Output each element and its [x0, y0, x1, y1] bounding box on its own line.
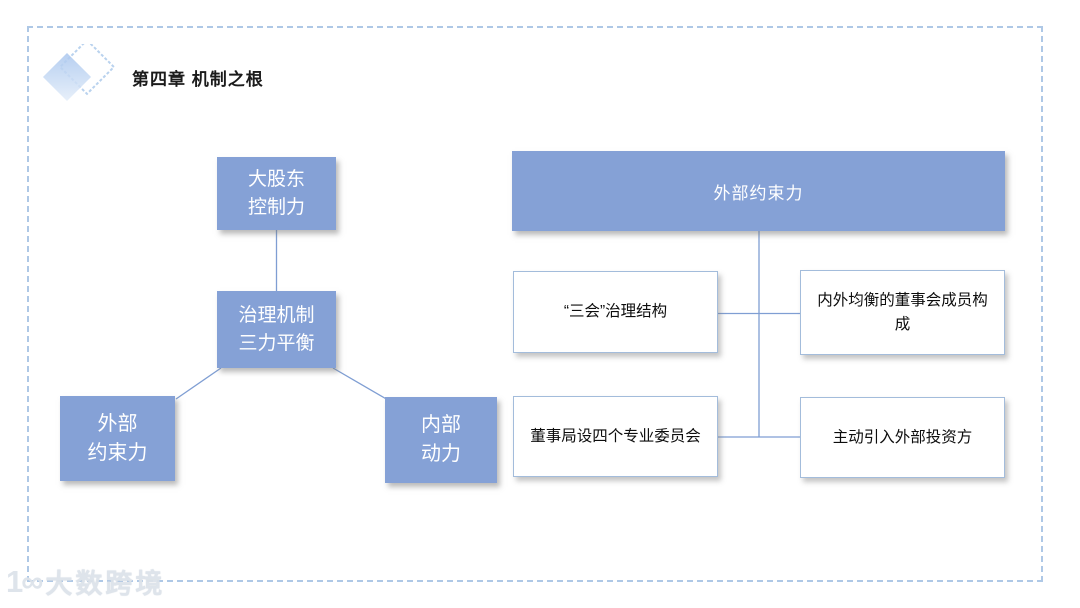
node-external-constraint: 外部 约束力	[60, 396, 175, 481]
node-internal-drive: 内部 动力	[385, 397, 497, 483]
connector-middle-bottomleft	[175, 367, 222, 400]
diamond-icon	[42, 44, 116, 102]
slide-header: 第四章 机制之根	[38, 44, 264, 110]
page-title: 第四章 机制之根	[132, 69, 264, 89]
item-three-boards-structure: “三会”治理结构	[513, 271, 718, 353]
item-external-investors: 主动引入外部投资方	[800, 397, 1005, 478]
item-four-committees: 董事局设四个专业委员会	[513, 396, 718, 477]
connector-middle-bottomright	[332, 367, 389, 401]
node-major-shareholder-control: 大股东 控制力	[217, 157, 336, 230]
item-balanced-board-members: 内外均衡的董事会成员构成	[800, 270, 1005, 355]
watermark-logo-icon: 1∞	[6, 563, 43, 599]
watermark: 1∞ 大数跨境	[6, 562, 165, 601]
right-diagram-header: 外部约束力	[512, 151, 1005, 231]
watermark-text: 大数跨境	[45, 569, 166, 599]
node-governance-balance: 治理机制 三力平衡	[217, 291, 336, 368]
